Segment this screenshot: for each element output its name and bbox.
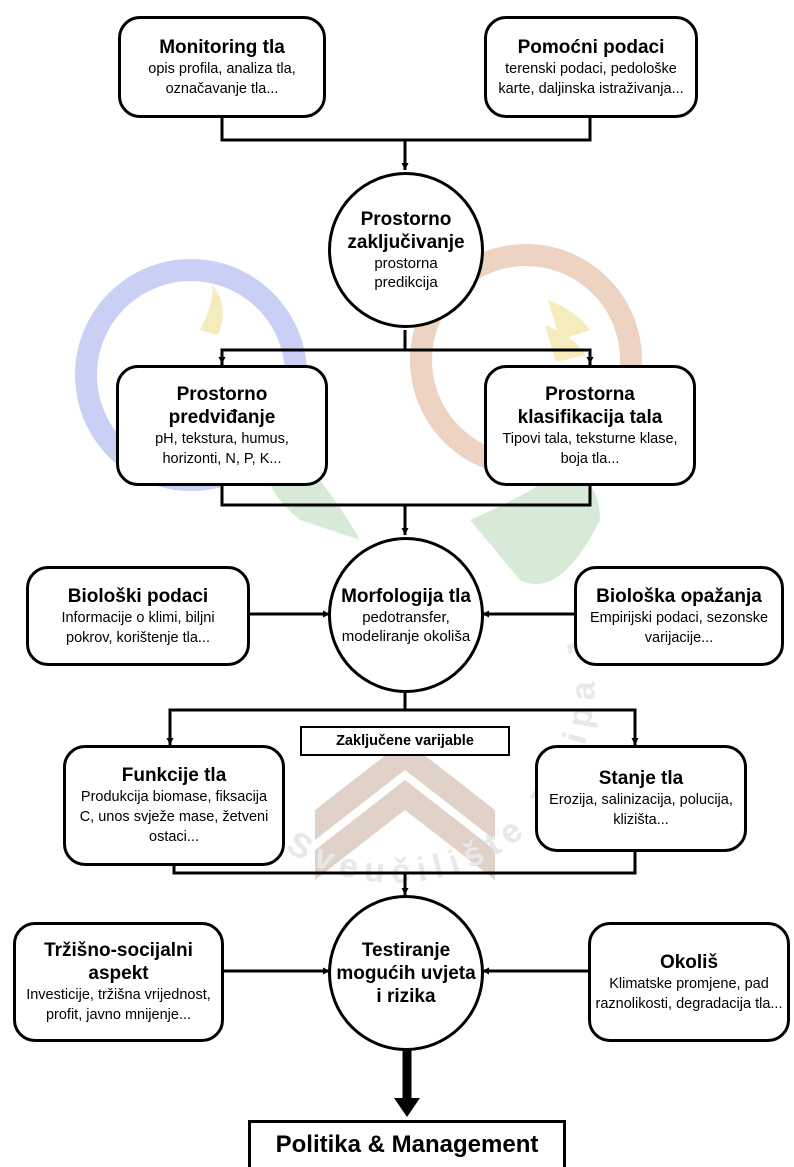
prostorna-klasifikacija-desc-1: Tipovi tala, teksturne klase,	[502, 430, 678, 447]
prostorno-zakljucivanje-desc-1: prostorna	[374, 255, 438, 272]
morfologija-tla-desc-1: pedotransfer,	[362, 608, 450, 626]
trzisno-socijalni-title-2: aspekt	[88, 963, 149, 984]
funkcije-tla-box: Funkcije tla Produkcija biomase, fiksaci…	[63, 745, 285, 866]
testiranje-title-3: i rizika	[376, 985, 436, 1007]
prostorno-zakljucivanje-circle: Prostorno zaključivanje prostorna predik…	[328, 172, 484, 328]
okolis-desc-2: raznolikosti, degradacija tla...	[595, 995, 783, 1012]
morfologija-tla-title: Morfologija tla	[341, 585, 471, 607]
trzisno-socijalni-desc-2: profit, javno mnijenje...	[45, 1007, 192, 1023]
trzisno-socijalni-box: Tržišno-socijalni aspekt Investicije, tr…	[13, 922, 224, 1042]
prostorna-klasifikacija-title-1: Prostorna	[545, 383, 635, 405]
okolis-title: Okoliš	[659, 951, 719, 973]
prostorno-zakljucivanje-title-2: zaključivanje	[347, 232, 465, 253]
trzisno-socijalni-desc-1: Investicije, tržišna vrijednost,	[26, 987, 211, 1003]
monitoring-tla-box: Monitoring tla opis profila, analiza tla…	[118, 16, 326, 118]
funkcije-tla-title: Funkcije tla	[121, 765, 227, 786]
prostorno-zakljucivanje-desc-2: predikcija	[374, 274, 438, 291]
bioloska-opazanja-box: Biološka opažanja Empirijski podaci, sez…	[574, 566, 784, 666]
testiranje-title-2: mogućih uvjeta	[336, 962, 476, 984]
stanje-tla-title: Stanje tla	[598, 768, 684, 789]
prostorno-predvidjanje-title-1: Prostorno	[176, 383, 268, 405]
bioloska-opazanja-title: Biološka opažanja	[596, 585, 762, 607]
bioloski-podaci-title: Biološki podaci	[67, 585, 209, 607]
pomocni-podaci-title: Pomoćni podaci	[517, 36, 665, 58]
funkcije-tla-desc-1: Produkcija biomase, fiksacija	[80, 789, 268, 805]
trzisno-socijalni-title-1: Tržišno-socijalni	[44, 940, 193, 961]
bioloska-opazanja-desc-1: Empirijski podaci, sezonske	[589, 609, 769, 626]
bioloski-podaci-box: Biološki podaci Informacije o klimi, bil…	[26, 566, 250, 666]
zakljucene-varijable-label: Zaključene varijable	[300, 726, 510, 756]
funkcije-tla-desc-3: ostaci...	[149, 829, 199, 845]
okolis-box: Okoliš Klimatske promjene, pad raznoliko…	[588, 922, 790, 1042]
morfologija-tla-circle: Morfologija tla pedotransfer, modeliranj…	[328, 537, 484, 693]
morfologija-tla-desc-2: modeliranje okoliša	[341, 627, 471, 645]
okolis-desc-1: Klimatske promjene, pad	[609, 975, 769, 992]
politika-management-box: Politika & Management	[248, 1120, 566, 1167]
watermark-wheat-left	[200, 285, 223, 335]
pomocni-podaci-desc-1: terenski podaci, pedološke	[505, 60, 677, 77]
watermark-wheat-right	[545, 300, 590, 362]
prostorna-klasifikacija-box: Prostorna klasifikacija tala Tipovi tala…	[484, 365, 696, 486]
bioloski-podaci-desc-2: pokrov, korištenje tla...	[66, 629, 210, 646]
stanje-tla-box: Stanje tla Erozija, salinizacija, poluci…	[535, 745, 747, 852]
monitoring-tla-title: Monitoring tla	[159, 36, 285, 58]
funkcije-tla-desc-2: C, unos svježe mase, žetveni	[79, 809, 269, 825]
prostorno-predvidjanje-desc-2: horizonti, N, P, K...	[162, 450, 282, 467]
watermark-chevron-2	[315, 780, 495, 880]
testiranje-circle: Testiranje mogućih uvjeta i rizika	[328, 895, 484, 1051]
monitoring-tla-desc-2: označavanje tla...	[165, 80, 279, 97]
stanje-tla-desc-1: Erozija, salinizacija, polucija,	[549, 792, 733, 808]
watermark-green-leaf-right	[470, 470, 600, 584]
prostorna-klasifikacija-title-2: klasifikacija tala	[517, 406, 663, 428]
prostorno-predvidjanje-title-2: predviđanje	[168, 406, 276, 428]
pomocni-podaci-desc-2: karte, daljinska istraživanja...	[498, 80, 684, 97]
bioloski-podaci-desc-1: Informacije o klimi, biljni	[61, 609, 215, 626]
prostorno-predvidjanje-desc-1: pH, tekstura, humus,	[155, 430, 289, 447]
prostorna-klasifikacija-desc-2: boja tla...	[560, 450, 620, 467]
stanje-tla-desc-2: klizišta...	[613, 812, 669, 828]
watermark-chevron-1	[315, 740, 495, 840]
prostorno-zakljucivanje-title-1: Prostorno	[360, 209, 452, 230]
prostorno-predvidjanje-box: Prostorno predviđanje pH, tekstura, humu…	[116, 365, 328, 486]
bioloska-opazanja-desc-2: varijacije...	[644, 629, 714, 646]
monitoring-tla-desc-1: opis profila, analiza tla,	[148, 60, 296, 77]
pomocni-podaci-box: Pomoćni podaci terenski podaci, pedološk…	[484, 16, 698, 118]
testiranje-title-1: Testiranje	[361, 939, 451, 961]
